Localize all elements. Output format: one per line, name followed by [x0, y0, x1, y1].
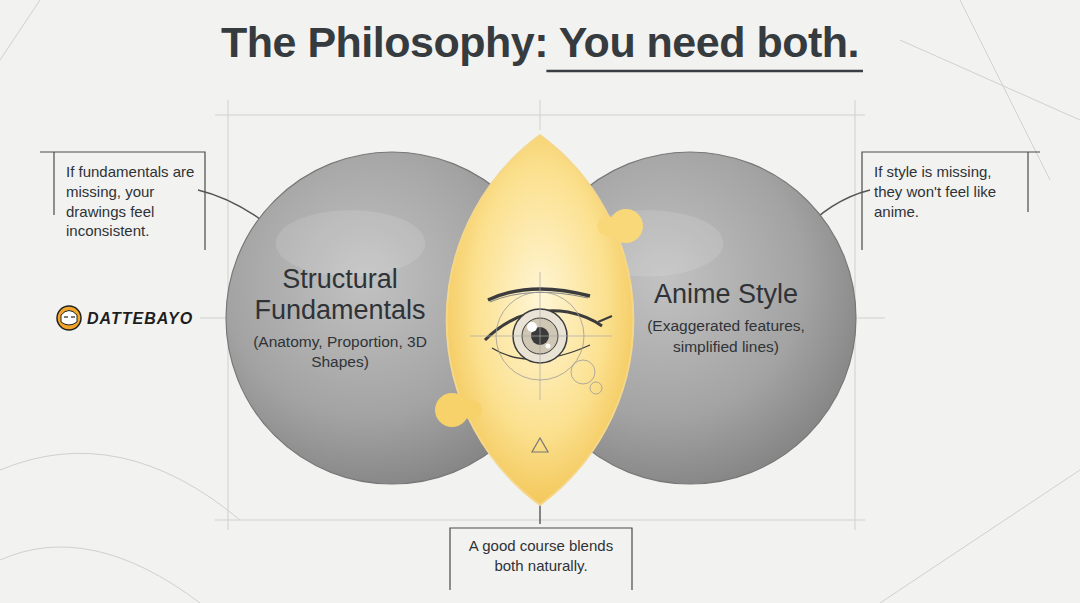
circle-subtext: (Anatomy, Proportion, 3D Shapes) [240, 332, 440, 372]
eye-sketch [488, 289, 590, 300]
circle-shape [226, 152, 558, 484]
eye-sketch [513, 309, 567, 363]
circle-heading: Structural Fundamentals [240, 264, 440, 326]
eye-sketch [531, 327, 549, 345]
title-underline [546, 70, 863, 73]
title-block: The Philosophy: You need both. [0, 18, 1080, 67]
watermark-icon [57, 306, 81, 330]
callout-bracket [53, 152, 54, 215]
construction-lines [0, 547, 200, 603]
callout-bracket [450, 528, 632, 590]
eye-sketch [598, 316, 612, 322]
circle-sheen [574, 210, 723, 276]
overlap-lens [447, 135, 634, 505]
title: The Philosophy: You need both. [221, 18, 859, 67]
callout-note: If style is missing, they won't feel lik… [874, 162, 1024, 221]
callout-bracket [40, 152, 205, 250]
eye-sketch [546, 344, 551, 349]
watermark-icon [64, 316, 68, 317]
eye-sketch [496, 292, 584, 380]
venn-circle: Structural Fundamentals (Anatomy, Proport… [224, 150, 560, 486]
callout-bracket [1027, 152, 1028, 212]
callout-bracket [862, 152, 1040, 250]
construction-lines [900, 40, 1080, 120]
callout-bracket [40, 152, 1040, 590]
watermark-icon [71, 316, 75, 317]
eye-sketch [540, 272, 541, 400]
eye-sketch [527, 322, 537, 332]
overlap-lens [609, 209, 643, 243]
overlap-lens [532, 438, 548, 452]
watermark: DATTEBAYO [87, 308, 217, 329]
circle-subtext: (Exaggerated features, simplified lines) [640, 316, 812, 356]
callout-note: A good course blends both naturally. [462, 536, 620, 576]
circle-heading: Anime Style [640, 279, 812, 310]
eye-sketch [571, 360, 595, 384]
watermark-icon [57, 306, 81, 330]
construction-lines [880, 470, 1080, 603]
eye-sketch [522, 318, 558, 354]
overlap-lens [435, 393, 469, 427]
eye-sketch [590, 382, 602, 394]
overlap-lens [435, 135, 643, 505]
eye-sketch [485, 311, 602, 340]
eye-sketch [492, 345, 590, 359]
callout-note: If fundamentals are missing, your drawin… [66, 162, 206, 241]
venn-circle: Anime Style (Exaggerated features, simpli… [522, 150, 858, 486]
construction-lines [858, 318, 885, 319]
overlap-lens [597, 216, 617, 236]
construction-lines [960, 0, 1050, 180]
watermark-icon [61, 311, 77, 326]
circle-text: Structural Fundamentals (Anatomy, Proport… [240, 264, 440, 372]
construction-lines [540, 100, 541, 130]
construction-lines [200, 318, 225, 319]
overlap-lens [462, 400, 482, 420]
construction-lines [0, 0, 40, 60]
circle-text: Anime Style (Exaggerated features, simpli… [640, 279, 812, 356]
eye-sketch [470, 336, 612, 337]
construction-lines [0, 453, 240, 520]
circle-shape [524, 152, 856, 484]
leader-arrow [539, 432, 540, 524]
eye-sketch [490, 292, 588, 302]
eye-sketch [470, 272, 612, 400]
